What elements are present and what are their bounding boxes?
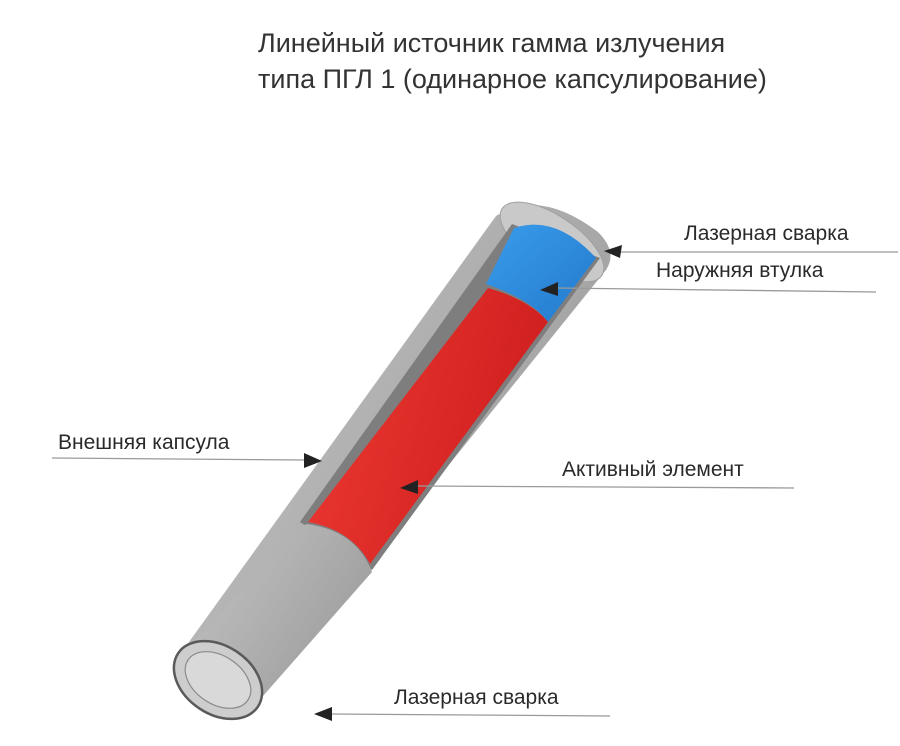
arrow-active-element	[400, 480, 418, 494]
diagram-title-line-2: типа ПГЛ 1 (одинарное капсулирование)	[258, 64, 767, 94]
arrow-outer-capsule	[304, 453, 322, 468]
callout-laser-weld-bottom: Лазерная сварка	[314, 686, 611, 721]
label-laser-weld-top: Лазерная сварка	[684, 222, 849, 245]
callout-outer-sleeve: Наружняя втулка	[540, 259, 877, 296]
label-laser-weld-bottom: Лазерная сварка	[394, 686, 559, 709]
callout-laser-weld-top: Лазерная сварка	[604, 222, 898, 258]
callout-active-element: Активный элемент	[400, 458, 795, 494]
arrow-outer-sleeve	[540, 282, 558, 296]
label-outer-sleeve: Наружняя втулка	[656, 259, 824, 282]
outer-sleeve	[486, 224, 596, 322]
callout-outer-capsule: Внешняя капсула	[51, 431, 322, 468]
label-active-element: Активный элемент	[562, 458, 744, 481]
label-outer-capsule: Внешняя капсула	[58, 431, 230, 454]
active-element	[308, 288, 548, 564]
diagram-title-line-1: Линейный источник гамма излучения	[258, 28, 725, 58]
arrow-laser-weld-top	[604, 245, 622, 258]
capsule-bottom-cap	[172, 639, 264, 721]
arrow-laser-weld-bottom	[314, 707, 332, 721]
